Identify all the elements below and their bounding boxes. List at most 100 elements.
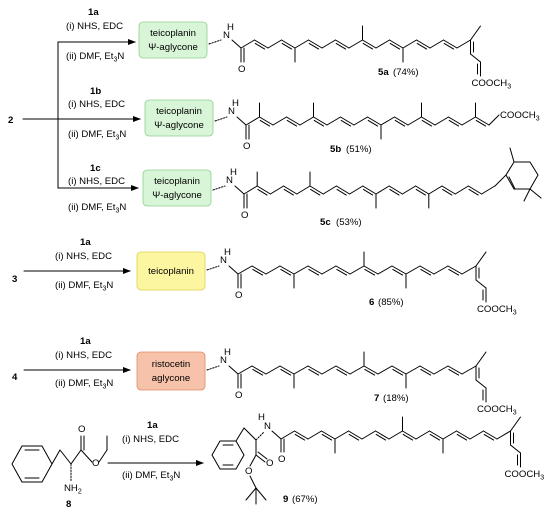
reagent-ii-9: (ii) DMF, Et3N xyxy=(122,470,180,483)
5a-bond-0 xyxy=(240,39,255,49)
5c-bond-12 xyxy=(401,185,417,195)
5c-bond-8 xyxy=(349,185,364,195)
7-bond-4 xyxy=(293,365,309,375)
product-6-label: 6 xyxy=(369,297,374,308)
compound-9-yield: (67%) xyxy=(292,494,318,505)
7-nh-n: N xyxy=(220,355,227,366)
7-bond-9 xyxy=(363,365,379,375)
7-bond-10 xyxy=(377,365,393,375)
5c-bond-6 xyxy=(322,185,337,195)
5c-carbonyl-o: O xyxy=(241,210,248,221)
6-bond-0 xyxy=(237,265,253,275)
reagent-i-6: (i) NHS, EDC xyxy=(55,251,112,262)
7-bond-8 xyxy=(349,365,365,375)
5c-bond-17 xyxy=(467,185,483,195)
7-nh-h: H xyxy=(224,347,231,358)
5a-nh-n: N xyxy=(223,30,230,41)
product-5a-yield: (74%) xyxy=(393,67,419,78)
7-bond-5 xyxy=(307,365,323,375)
box-5b-line1: teicoplanin xyxy=(156,106,202,117)
compound-8-nh2: NH2 xyxy=(64,483,82,496)
6-bond-3 xyxy=(279,265,295,275)
9-bond-8 xyxy=(388,430,403,440)
5a-bond-13 xyxy=(416,39,431,49)
compound-4-label: 4 xyxy=(12,372,18,383)
compound-9-nh-h: H xyxy=(258,412,265,423)
box-5a-line1: teicoplanin xyxy=(150,28,196,39)
5c-bond-1 xyxy=(256,185,271,195)
5b-bond-9 xyxy=(367,116,382,126)
compound-8-carbonyl-o: O xyxy=(78,424,85,435)
5b-bond-15 xyxy=(448,116,463,126)
9-carbonyl-o: O xyxy=(278,454,285,465)
9-bond-13 xyxy=(456,430,471,440)
6-bond-6 xyxy=(321,265,337,275)
compound-5c-cyclohexene-ring xyxy=(505,147,542,202)
branch-arrows xyxy=(22,39,141,191)
5b-bond-2 xyxy=(272,116,287,126)
7-bond-13 xyxy=(419,365,435,375)
9-bond-1 xyxy=(294,430,309,440)
rxn-label-1c: 1c xyxy=(90,163,101,174)
reagent-i-5a: (i) NHS, EDC xyxy=(66,21,123,32)
5a-bond-2 xyxy=(267,39,282,49)
5a-bond-15 xyxy=(443,39,458,49)
7-bond-0 xyxy=(237,365,253,375)
7-bond-11 xyxy=(391,365,407,375)
rxn-label-1a-7: 1a xyxy=(80,336,91,347)
6-bond-9 xyxy=(363,265,379,275)
6-bond-8 xyxy=(349,265,365,275)
6-bond-2 xyxy=(265,265,281,275)
compound-9-phenylalanine-part xyxy=(211,427,268,505)
5b-ester: COOCH3 xyxy=(500,110,540,123)
7-hash-bond xyxy=(206,365,220,371)
5b-bond-17 xyxy=(475,116,490,126)
compound-9-ester-o: O xyxy=(245,466,252,477)
5c-bond-5 xyxy=(309,185,324,195)
5c-bond-11 xyxy=(388,185,403,195)
7-bond-15 xyxy=(447,365,463,375)
9-bond-9 xyxy=(402,430,417,440)
product-6-yield: (85%) xyxy=(378,297,404,308)
5a-bond-11 xyxy=(389,39,404,49)
teicoplanin-box-6 xyxy=(136,251,206,291)
5b-bond-11 xyxy=(394,116,409,126)
product-5c-label: 5c xyxy=(320,217,331,228)
5b-bond-8 xyxy=(353,116,368,126)
6-bond-1 xyxy=(251,265,267,275)
5c-bond-16 xyxy=(454,185,469,195)
9-bond-5 xyxy=(348,430,363,440)
6-hash-bond xyxy=(206,265,220,271)
6-bond-7 xyxy=(335,265,351,275)
5b-bond-14 xyxy=(434,116,449,126)
7-bond-16 xyxy=(461,365,477,375)
5a-bond-5 xyxy=(308,39,323,49)
7-carbonyl-o: O xyxy=(235,390,242,401)
5c-bond-15 xyxy=(441,185,456,195)
product-5a-label: 5a xyxy=(378,67,389,78)
5a-bond-8 xyxy=(348,39,363,49)
5b-nh-h: H xyxy=(232,98,239,109)
9-bond-14 xyxy=(469,430,484,440)
9-bond-7 xyxy=(375,430,390,440)
5a-bond-4 xyxy=(294,39,309,49)
6-bond-15 xyxy=(447,265,463,275)
5b-nh-n: N xyxy=(228,106,235,117)
box-5a-line2: Ψ-aglycone xyxy=(148,42,198,53)
6-bond-5 xyxy=(307,265,323,275)
5c-bond-10 xyxy=(375,185,390,195)
7-bond-3 xyxy=(279,365,295,375)
compound-8-label: 8 xyxy=(66,499,72,510)
5a-carbonyl-o: O xyxy=(238,64,245,75)
5c-nh-n: N xyxy=(226,175,233,186)
product-7-label: 7 xyxy=(374,393,379,404)
compound-9-label: 9 xyxy=(283,494,288,505)
reagent-i-9: (i) NHS, EDC xyxy=(122,434,179,445)
5c-bond-4 xyxy=(296,185,311,195)
5a-ester: COOCH3 xyxy=(472,78,512,91)
5a-bond-16 xyxy=(456,39,471,49)
6-bond-14 xyxy=(433,265,449,275)
ristocetin-aglycone-box-7 xyxy=(136,351,206,391)
5c-bond-0 xyxy=(243,185,258,195)
